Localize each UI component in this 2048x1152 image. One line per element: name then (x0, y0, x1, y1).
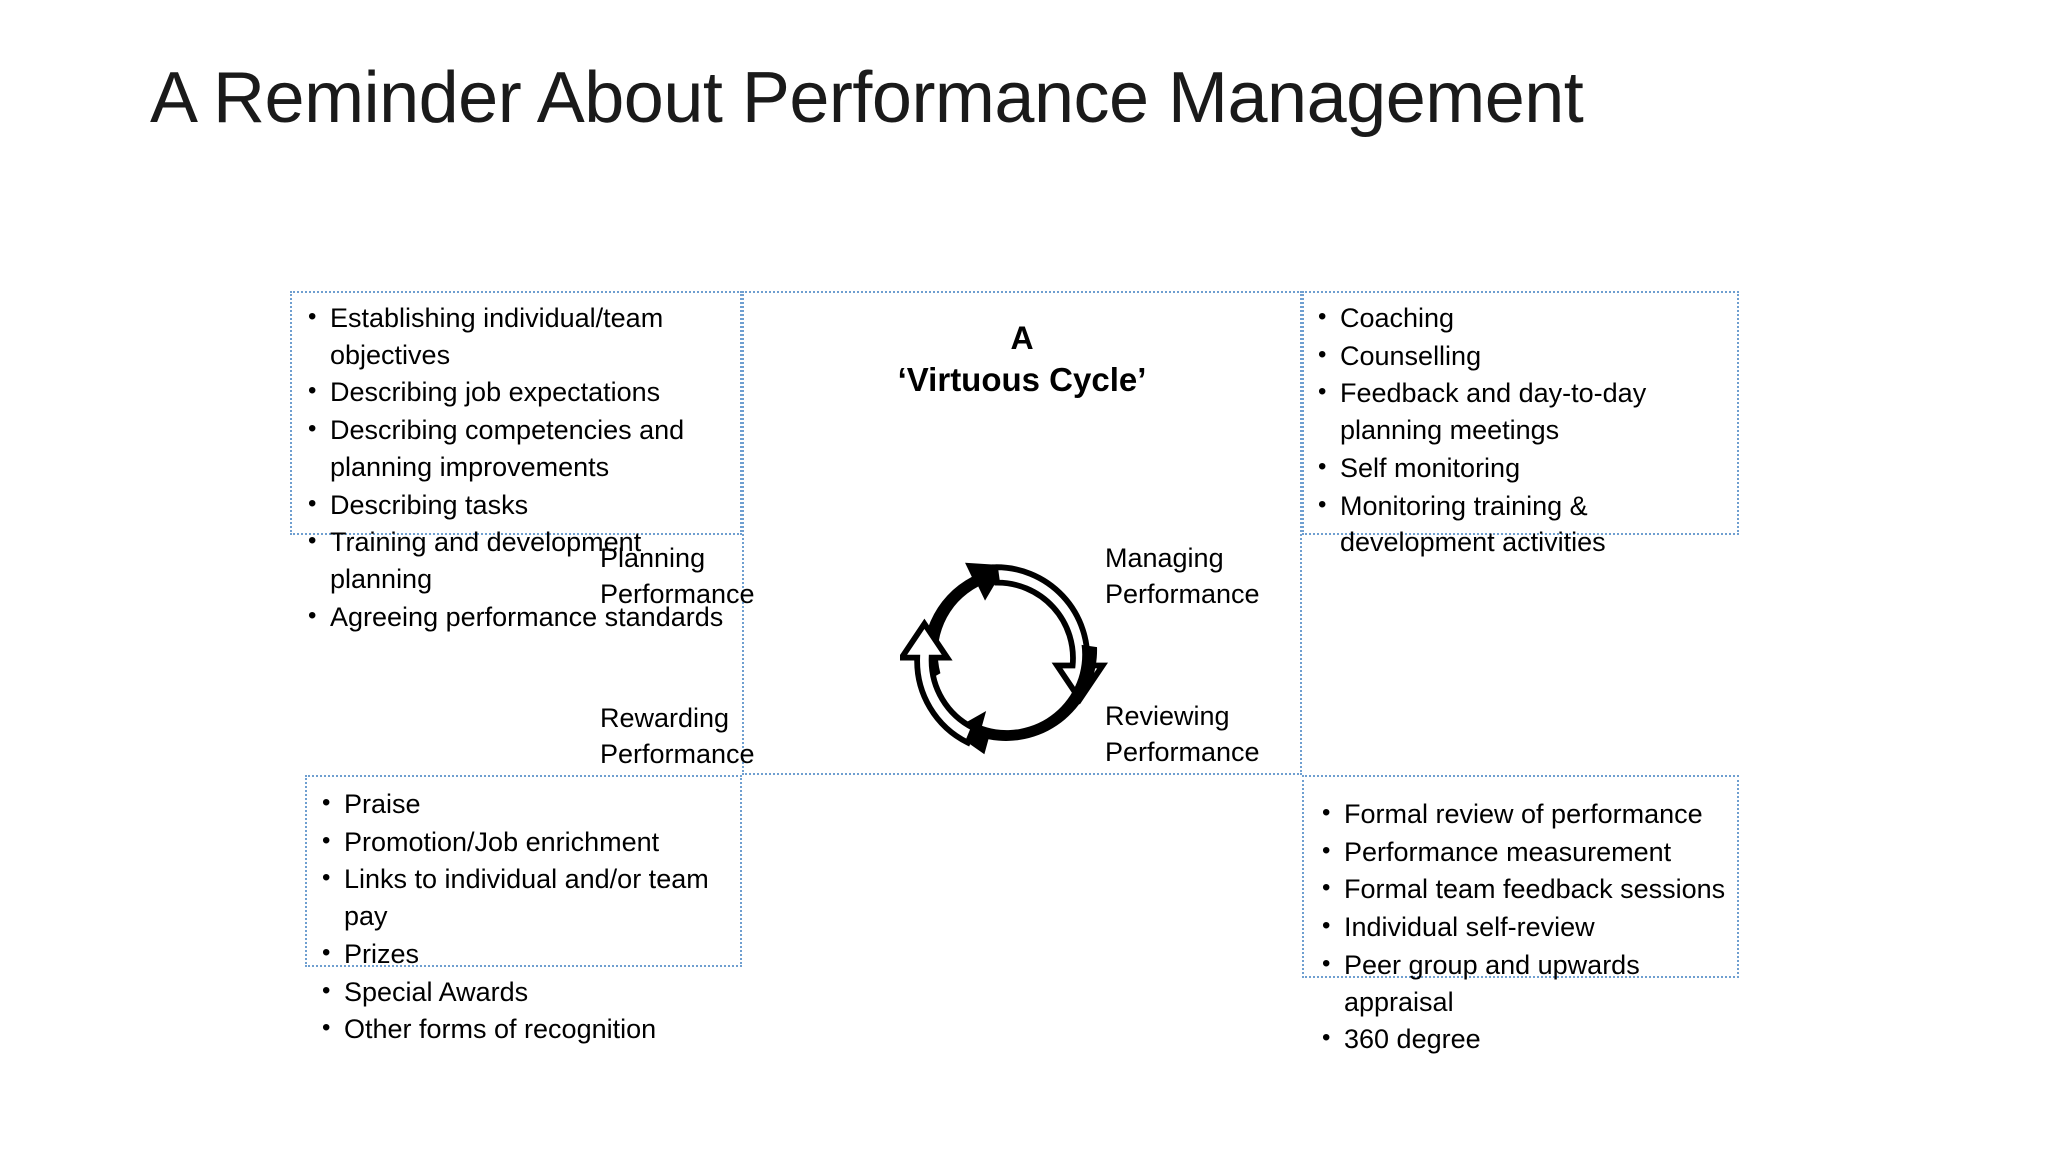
cycle-label-managing-line1: Managing (1105, 543, 1224, 573)
list-item: Peer group and upwards appraisal (1322, 947, 1742, 1020)
list-item: Describing tasks (308, 487, 738, 524)
managing-activities-list: Coaching Counselling Feedback and day-to… (1318, 300, 1743, 562)
list-item: Monitoring training & development activi… (1318, 488, 1743, 561)
cycle-label-managing: Managing Performance (1105, 541, 1260, 613)
list-item: Self monitoring (1318, 450, 1743, 487)
list-item: Links to individual and/or team pay (322, 861, 742, 934)
virtuous-cycle-heading: A ‘Virtuous Cycle’ (742, 318, 1302, 401)
list-item: Feedback and day-to-day planning meeting… (1318, 375, 1743, 448)
planning-arrow-filled (922, 562, 1006, 682)
cycle-label-reviewing-line2: Performance (1105, 736, 1260, 767)
heading-line-2: ‘Virtuous Cycle’ (897, 360, 1147, 398)
list-item: Other forms of recognition (322, 1011, 742, 1048)
cycle-label-reviewing-line1: Reviewing (1105, 701, 1230, 731)
list-item: Describing competencies and planning imp… (308, 412, 738, 485)
list-item: Agreeing performance standards (308, 599, 738, 636)
list-item: Individual self-review (1322, 909, 1742, 946)
center-frame-box (742, 291, 1302, 775)
cycle-label-planning-line1: Planning (600, 543, 706, 573)
list-item: Performance measurement (1322, 834, 1742, 871)
rewarding-activities-list: Praise Promotion/Job enrichment Links to… (322, 786, 742, 1049)
list-item: 360 degree (1322, 1021, 1742, 1058)
virtuous-cycle-diagram: Planning Performance Managing Performanc… (600, 535, 1302, 775)
reviewing-arrow-filled (951, 644, 1098, 755)
cycle-label-planning-line2: Performance (600, 578, 755, 609)
cycle-label-rewarding: Rewarding Performance (600, 701, 755, 773)
heading-line-1: A (1010, 320, 1034, 356)
list-item: Training and development planning (308, 524, 738, 597)
list-item: Describing job expectations (308, 374, 738, 411)
list-item: Formal review of performance (1322, 796, 1742, 833)
list-item: Special Awards (322, 974, 742, 1011)
cycle-label-rewarding-line2: Performance (600, 738, 755, 769)
managing-arrow-outline (991, 564, 1109, 705)
cycle-label-planning: Planning Performance (600, 541, 755, 613)
list-item: Coaching (1318, 300, 1743, 337)
cycle-label-rewarding-line1: Rewarding (600, 703, 730, 733)
list-item: Counselling (1318, 338, 1743, 375)
list-item: Promotion/Job enrichment (322, 824, 742, 861)
list-item: Formal team feedback sessions (1322, 871, 1742, 908)
list-item: Prizes (322, 936, 742, 973)
rewarding-arrow-outline (900, 618, 978, 747)
list-item: Praise (322, 786, 742, 823)
page-title: A Reminder About Performance Management (150, 58, 1584, 138)
reviewing-activities-list: Formal review of performance Performance… (1322, 796, 1742, 1059)
cycle-arrows-icon (900, 562, 1109, 755)
planning-activities-list: Establishing individual/team objectives … (308, 300, 738, 636)
cycle-label-managing-line2: Performance (1105, 578, 1260, 609)
cycle-label-reviewing: Reviewing Performance (1105, 699, 1260, 771)
list-item: Establishing individual/team objectives (308, 300, 738, 373)
